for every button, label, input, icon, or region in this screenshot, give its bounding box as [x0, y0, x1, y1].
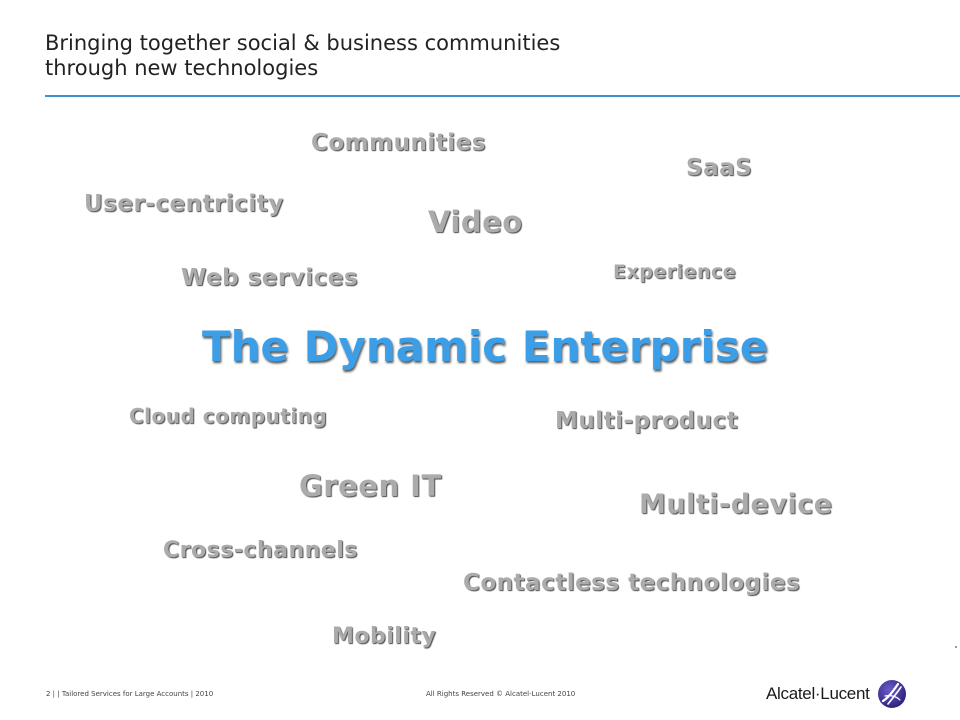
headline: The Dynamic Enterprise	[202, 322, 769, 371]
slide-title-line-2: through new technologies	[45, 56, 319, 80]
word-saas: SaaS	[686, 155, 753, 181]
word-user-centricity: User-centricity	[84, 191, 284, 217]
title-divider	[45, 95, 960, 97]
word-contactless-technologies: Contactless technologies	[463, 570, 801, 596]
logo-wordmark: Alcatel·Lucent	[766, 684, 870, 703]
slide-title-line-1: Bringing together social & business comm…	[45, 31, 561, 55]
word-communities: Communities	[311, 130, 486, 156]
decorative-dot	[955, 646, 957, 648]
word-video: Video	[428, 205, 523, 239]
slide-title: Bringing together social & business comm…	[45, 31, 905, 81]
word-multi-product: Multi-product	[555, 408, 739, 434]
footer-page-info: 2 | | Tailored Services for Large Accoun…	[46, 690, 214, 698]
word-multi-device: Multi-device	[639, 489, 833, 520]
word-green-it: Green IT	[299, 469, 442, 503]
alcatel-lucent-swirl-icon	[876, 678, 908, 710]
footer-copyright: All Rights Reserved © Alcatel-Lucent 201…	[426, 690, 576, 698]
word-cross-channels: Cross-channels	[163, 538, 358, 563]
word-cloud-computing: Cloud computing	[129, 404, 328, 428]
alcatel-lucent-logo: Alcatel·Lucent	[766, 678, 908, 710]
word-web-services: Web services	[181, 265, 359, 291]
word-mobility: Mobility	[332, 624, 437, 649]
word-experience: Experience	[613, 261, 737, 283]
